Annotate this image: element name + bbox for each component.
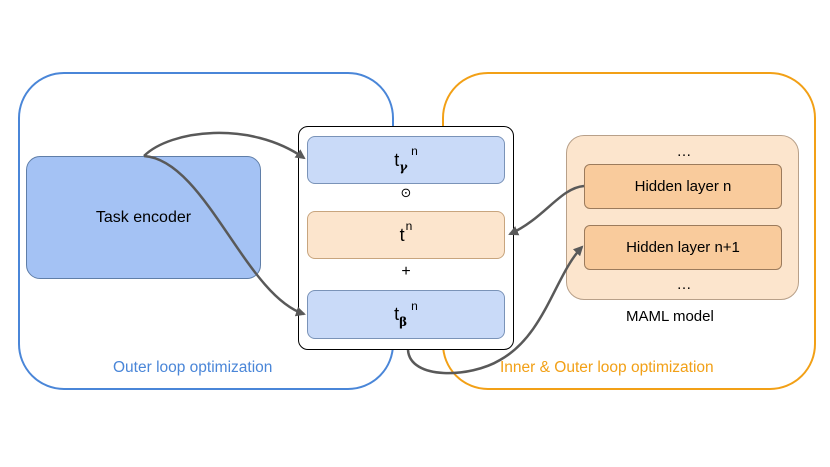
- t-beta-subscript: β: [399, 314, 408, 329]
- t-gamma-subscript: 𝜸: [399, 160, 408, 174]
- maml-model-box: [566, 135, 799, 300]
- ellipsis-top: …: [676, 143, 692, 160]
- arrow-hidden-layer-to-t: [508, 184, 585, 236]
- t-base: t: [399, 224, 405, 245]
- inner-outer-loop-label: Inner & Outer loop optimization: [500, 359, 714, 376]
- maml-model-label: MAML model: [626, 308, 714, 325]
- t-superscript: n: [405, 219, 413, 233]
- hidden-layer-n-label: Hidden layer n: [634, 178, 732, 195]
- task-encoder-label: Task encoder: [95, 208, 192, 226]
- arrow-encoder-to-beta: [143, 154, 306, 317]
- t-beta-base: t: [394, 304, 400, 324]
- outer-loop-label: Outer loop optimization: [113, 359, 273, 376]
- t-gamma-base: t: [394, 149, 400, 170]
- hidden-layer-n-plus-1-label: Hidden layer n+1: [626, 239, 740, 256]
- task-encoder-box: Task encoder: [26, 156, 261, 279]
- ellipsis-bottom: …: [676, 276, 692, 293]
- multiply-operator: ⊙: [400, 186, 412, 201]
- arrow-encoder-to-gamma: [143, 131, 306, 160]
- t-gamma-superscript: n: [411, 144, 418, 158]
- t-beta-superscript: n: [411, 298, 418, 313]
- arrow-beta-to-hidden-layer: [406, 245, 584, 375]
- plus-operator: +: [401, 263, 411, 280]
- hidden-layer-n: Hidden layer n: [584, 164, 782, 209]
- hidden-layer-n-plus-1: Hidden layer n+1: [584, 225, 782, 270]
